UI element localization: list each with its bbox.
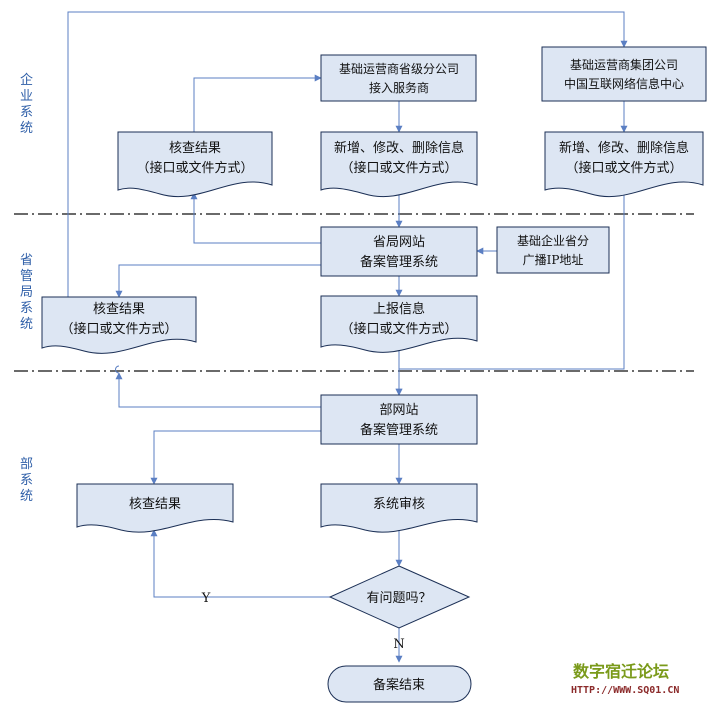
label-yes: Y bbox=[201, 591, 211, 606]
svg-text:核查结果: 核查结果 bbox=[93, 302, 145, 317]
node-check-result-ministry[interactable]: 核查结果 bbox=[76, 483, 234, 533]
svg-text:（接口或文件方式）: （接口或文件方式） bbox=[340, 321, 457, 337]
svg-text:系统审核: 系统审核 bbox=[373, 497, 425, 512]
svg-text:基础运营商省级分公司: 基础运营商省级分公司 bbox=[339, 61, 459, 76]
node-broadcast-ip[interactable]: 基础企业省分 广播IP地址 bbox=[496, 226, 610, 274]
svg-text:新增、修改、删除信息: 新增、修改、删除信息 bbox=[334, 140, 464, 156]
svg-text:基础运营商集团公司: 基础运营商集团公司 bbox=[570, 57, 678, 72]
svg-text:数字宿迁论坛: 数字宿迁论坛 bbox=[573, 662, 669, 681]
svg-text:管: 管 bbox=[20, 269, 33, 284]
svg-text:部网站: 部网站 bbox=[379, 403, 418, 418]
node-prov-branch[interactable]: 基础运营商省级分公司 接入服务商 bbox=[320, 54, 477, 102]
svg-text:省: 省 bbox=[20, 253, 33, 268]
svg-text:系: 系 bbox=[20, 301, 33, 316]
node-group-hq[interactable]: 基础运营商集团公司 中国互联网络信息中心 bbox=[541, 46, 707, 102]
svg-text:HTTP://WWW.SQ01.CN: HTTP://WWW.SQ01.CN bbox=[571, 685, 679, 696]
svg-text:系: 系 bbox=[20, 105, 33, 120]
svg-text:备案管理系统: 备案管理系统 bbox=[360, 254, 438, 270]
svg-text:（接口或文件方式）: （接口或文件方式） bbox=[565, 160, 682, 176]
svg-text:业: 业 bbox=[20, 89, 33, 104]
svg-text:统: 统 bbox=[20, 317, 33, 332]
svg-text:上报信息: 上报信息 bbox=[373, 301, 425, 317]
watermark-logo: 数字宿迁论坛 HTTP://WWW.SQ01.CN bbox=[571, 662, 679, 696]
svg-text:广播IP地址: 广播IP地址 bbox=[523, 253, 584, 267]
lane-label-province: 省 管 局 系 统 bbox=[20, 253, 33, 332]
svg-text:统: 统 bbox=[20, 121, 33, 136]
svg-text:（接口或文件方式）: （接口或文件方式） bbox=[340, 160, 457, 176]
node-ministry-site[interactable]: 部网站 备案管理系统 bbox=[320, 394, 478, 445]
node-modify-info-2[interactable]: 新增、修改、删除信息 （接口或文件方式） bbox=[544, 131, 704, 198]
svg-text:基础企业省分: 基础企业省分 bbox=[517, 233, 589, 248]
node-report-info[interactable]: 上报信息 （接口或文件方式） bbox=[320, 295, 478, 353]
svg-text:备案管理系统: 备案管理系统 bbox=[360, 422, 438, 438]
svg-text:接入服务商: 接入服务商 bbox=[369, 80, 429, 95]
svg-text:统: 统 bbox=[20, 489, 33, 504]
node-check-result-enterprise[interactable]: 核查结果 （接口或文件方式） bbox=[117, 131, 273, 198]
svg-text:（接口或文件方式）: （接口或文件方式） bbox=[60, 321, 177, 337]
node-end-terminator[interactable]: 备案结束 bbox=[327, 665, 472, 703]
svg-text:新增、修改、删除信息: 新增、修改、删除信息 bbox=[559, 140, 689, 156]
lane-label-ministry: 部 系 统 bbox=[20, 457, 33, 504]
lane-label-enterprise: 企 业 系 统 bbox=[20, 72, 33, 136]
svg-text:核查结果: 核查结果 bbox=[169, 141, 221, 156]
svg-text:企: 企 bbox=[20, 72, 33, 88]
svg-text:有问题吗？: 有问题吗？ bbox=[366, 591, 431, 606]
svg-text:核查结果: 核查结果 bbox=[129, 497, 181, 512]
node-check-result-province[interactable]: 核查结果 （接口或文件方式） bbox=[41, 296, 197, 354]
node-has-problem-decision[interactable]: 有问题吗？ bbox=[328, 565, 471, 629]
svg-text:省局网站: 省局网站 bbox=[373, 235, 425, 250]
node-modify-info-1[interactable]: 新增、修改、删除信息 （接口或文件方式） bbox=[320, 131, 478, 198]
svg-text:部: 部 bbox=[20, 457, 33, 472]
svg-text:（接口或文件方式）: （接口或文件方式） bbox=[136, 160, 253, 176]
svg-text:局: 局 bbox=[20, 285, 33, 300]
svg-text:系: 系 bbox=[20, 473, 33, 488]
svg-text:备案结束: 备案结束 bbox=[373, 677, 425, 693]
label-no: N bbox=[393, 637, 404, 652]
svg-text:中国互联网络信息中心: 中国互联网络信息中心 bbox=[564, 76, 684, 91]
node-system-review[interactable]: 系统审核 bbox=[320, 483, 478, 533]
node-prov-site[interactable]: 省局网站 备案管理系统 bbox=[320, 226, 478, 277]
connectors bbox=[67, 11, 628, 663]
